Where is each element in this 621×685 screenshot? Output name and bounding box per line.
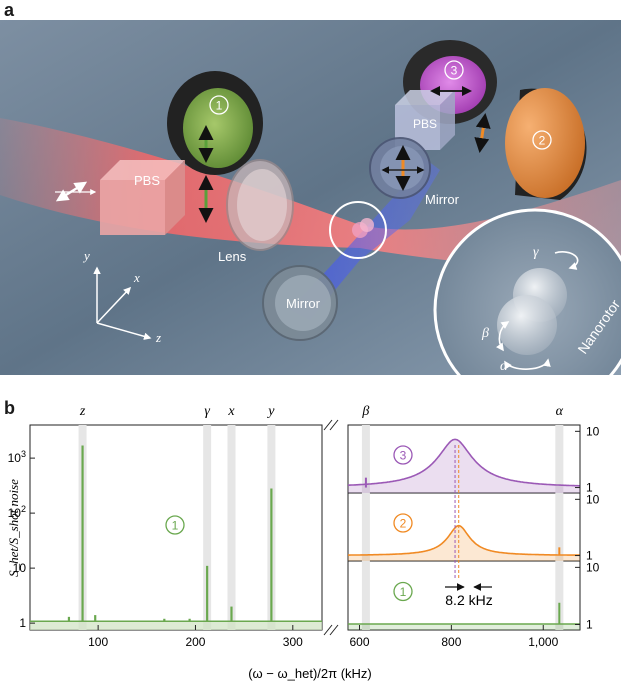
- detector-badge-label: 2: [400, 517, 407, 531]
- coordinate-axes: [93, 266, 152, 340]
- axis-y-label: y: [82, 248, 90, 263]
- detector-badge-label: 1: [400, 585, 407, 599]
- mirror-bottom: Mirror: [262, 265, 338, 341]
- baseline-fill: [30, 621, 322, 630]
- x-tick-label: 100: [88, 635, 108, 649]
- x-tick-label: 800: [441, 635, 461, 649]
- axis-z-label: z: [155, 330, 161, 345]
- spectrum-trace: [348, 438, 580, 487]
- gamma-label: γ: [533, 245, 539, 260]
- mode-label: y: [266, 404, 275, 419]
- spectrum-fill: [348, 525, 580, 561]
- detector-badge: [393, 445, 413, 465]
- lens: Lens: [218, 159, 294, 264]
- panel-b-letter: b: [4, 398, 15, 418]
- y-tick-label: 1: [586, 549, 593, 563]
- mode-band: [555, 425, 564, 630]
- spectrum-fill: [348, 624, 580, 630]
- y-tick-label: 1: [586, 481, 593, 495]
- alpha-label: α: [500, 359, 508, 374]
- nanorotor-inset: γ β α Nanorotor: [433, 208, 621, 375]
- x-tick-label: 1,000: [528, 635, 558, 649]
- mode-label: γ: [204, 404, 210, 419]
- panel-a-letter: a: [4, 0, 15, 20]
- y-axis-label: S_het/S_shot noise: [6, 479, 21, 577]
- mode-band: [203, 425, 212, 630]
- spectrum-trace: [348, 524, 580, 556]
- right-plot-frame-1: [347, 560, 581, 631]
- linewidth-annotation: 8.2 kHz: [445, 583, 493, 608]
- scale-bar-label: 8.2 kHz: [445, 592, 492, 608]
- y-tick-label: 10: [13, 561, 27, 575]
- pbs-right-label: PBS: [413, 117, 437, 131]
- y-tick-label: 1: [586, 617, 593, 631]
- axis-break-marks: [323, 419, 339, 636]
- mirror-right-label: Mirror: [425, 192, 460, 207]
- detector-badge: [393, 581, 413, 602]
- mode-label: x: [227, 404, 235, 419]
- y-tick-label: 10: [586, 424, 600, 438]
- y-tick-label: 1: [19, 616, 26, 630]
- polarization-arrow-orange-right: [474, 113, 491, 153]
- detector-2-label: 2: [539, 134, 546, 148]
- pbs-left: PBS: [100, 160, 185, 235]
- y-tick-label: 10: [586, 492, 600, 506]
- mode-band: [361, 425, 370, 630]
- y-tick-label: 10: [586, 560, 600, 574]
- x-tick-label: 600: [349, 635, 369, 649]
- mirror-bottom-label: Mirror: [286, 296, 321, 311]
- mirror-right: Mirror: [369, 137, 460, 207]
- x-tick-label: 300: [283, 635, 303, 649]
- trapping-beam: [0, 118, 621, 270]
- setup-illustration: 1 3 2 PBS Lens PBS: [0, 20, 621, 375]
- detector-3-label: 3: [451, 64, 458, 78]
- x-axis-label: (ω − ω_het)/2π (kHz): [248, 666, 372, 681]
- y-tick-label: 103: [8, 449, 26, 465]
- detector-badge: [393, 513, 413, 533]
- lens-label: Lens: [218, 249, 247, 264]
- x-tick-label: 200: [185, 635, 205, 649]
- axis-x-label: x: [133, 270, 140, 285]
- beta-label: β: [481, 326, 489, 341]
- detector-badge-label: 3: [400, 449, 407, 463]
- mode-label: β: [361, 404, 369, 419]
- mode-band: [227, 425, 236, 630]
- left-detector-label: 1: [172, 519, 179, 533]
- mode-label: z: [79, 404, 86, 419]
- detector-1-label: 1: [216, 99, 223, 113]
- trap-focus-circle: [329, 201, 387, 259]
- mode-label: α: [556, 404, 564, 419]
- spectrum-fill: [348, 439, 580, 493]
- detector-1: 1: [167, 71, 263, 175]
- pbs-left-label: PBS: [134, 173, 160, 188]
- detector-2: 2: [505, 88, 587, 200]
